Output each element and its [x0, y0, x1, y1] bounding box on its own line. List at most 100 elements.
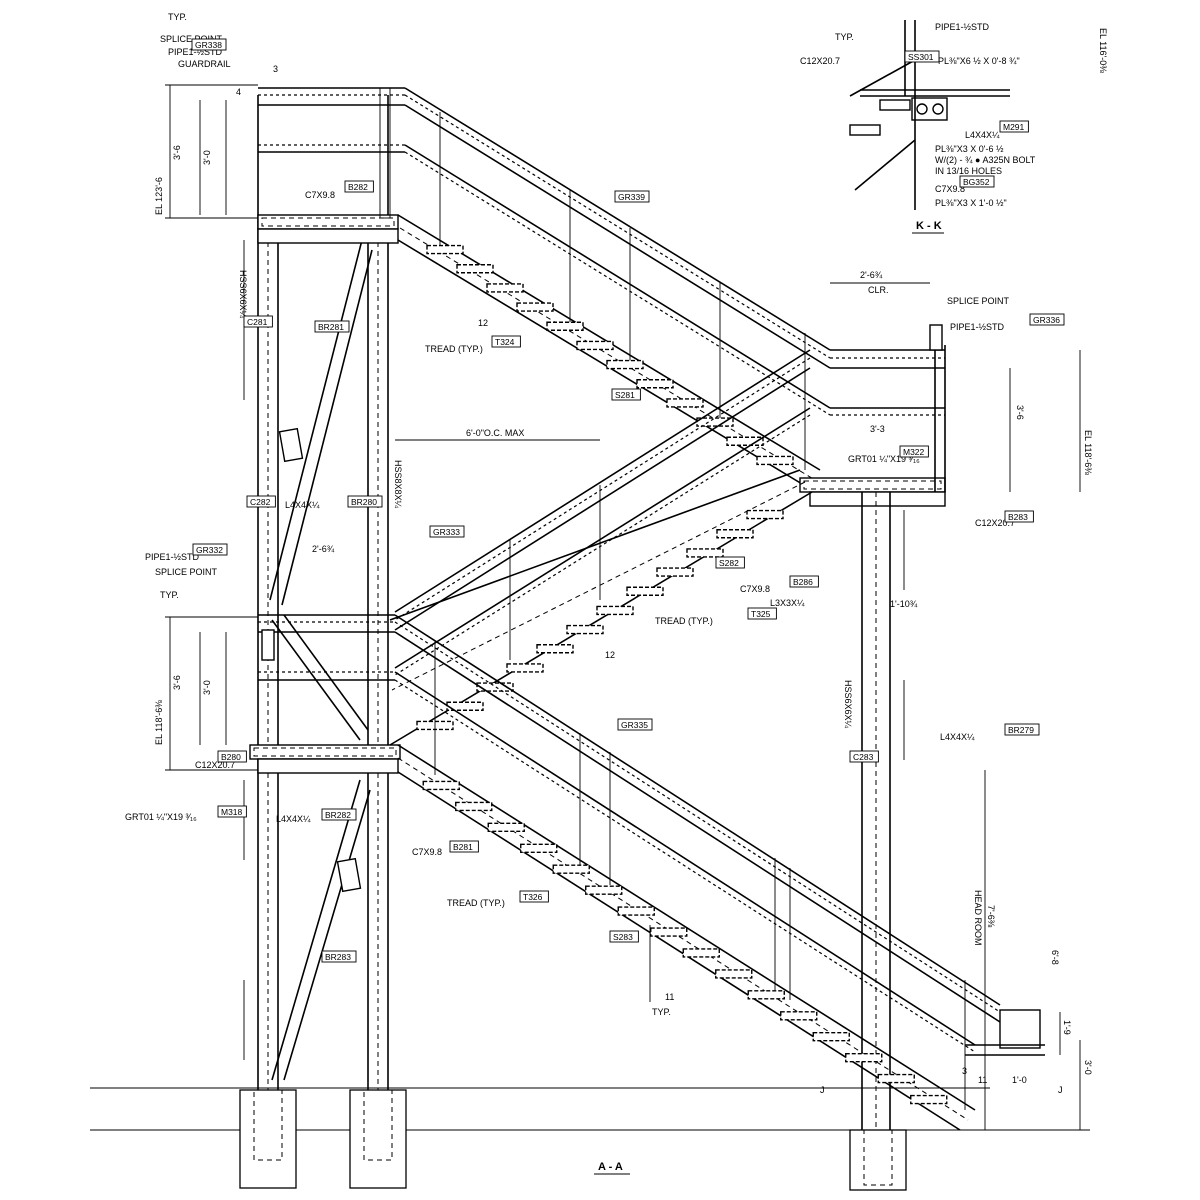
label-l4x4x-2: L4X4X¼ [940, 732, 975, 742]
member-tag-bg352: BG352 [959, 175, 995, 188]
label-c7x9-8-3: C7X9.8 [412, 847, 442, 857]
label-dim-11-a: 11 [978, 1075, 987, 1085]
member-tag-label: BR282 [325, 810, 351, 820]
member-tag-label: BG352 [963, 177, 990, 187]
stair-tread [426, 244, 464, 255]
label-grt-2: GRT01 ¼"X19 ³⁄₁₆ [125, 812, 197, 822]
member-tag-label: M322 [903, 447, 925, 457]
stair-tread [576, 340, 614, 351]
label-c7x9-kk: C7X9.8 [935, 184, 965, 194]
member-tag-label: M291 [1003, 122, 1025, 132]
upper-left-landing [257, 214, 399, 244]
stair-tread [747, 990, 785, 1000]
label-splice-point-1: SPLICE POINT [160, 34, 223, 44]
member-tag-gr339: GR339 [614, 190, 650, 203]
foundations [239, 1089, 907, 1191]
label-l4x4-kk: L4X4X¼ [965, 130, 1000, 140]
member-tag-gr332: GR332 [192, 543, 228, 556]
label-dim-3-0-c: 3'-0 [202, 680, 212, 695]
stair-tread [516, 302, 554, 312]
stair-tread [845, 1052, 883, 1063]
member-tag-label: BR279 [1008, 725, 1034, 735]
member-tag-label: B280 [221, 752, 241, 762]
member-tag-c281: C281 [243, 315, 273, 328]
member-tag-label: GR332 [196, 545, 223, 555]
label-dim-2-6b: 2'-6¾ [312, 544, 335, 554]
member-tag-c282: C282 [246, 495, 276, 508]
label-tread-typ-3: TREAD (TYP.) [447, 898, 505, 908]
label-el-3: EL 116'-0⅜ [1098, 28, 1108, 73]
member-tag-br282: BR282 [321, 808, 357, 821]
left-bracing [269, 239, 373, 1081]
label-clr: CLR. [868, 285, 889, 295]
label-typ-1: TYP. [168, 12, 187, 22]
label-dim-3-0-a: 3'-0 [1083, 1060, 1093, 1075]
label-c7x9-8-1: C7X9.8 [305, 190, 335, 200]
lower-flight-treads [422, 780, 948, 1105]
label-c7x9-8-2: C7X9.8 [740, 584, 770, 594]
label-oc-max: 6'-0"O.C. MAX [466, 428, 524, 438]
middle-flight-treads [416, 509, 784, 731]
stair-tread [456, 264, 494, 274]
stair-tread [715, 969, 753, 979]
label-dim-1-0: 1'-0 [1012, 1075, 1027, 1085]
member-tag-label: GR339 [618, 192, 645, 202]
stair-tread [756, 455, 794, 466]
member-tag-br281: BR281 [314, 320, 350, 333]
member-tag-label: GR333 [433, 527, 460, 537]
dimension-lines [165, 84, 1081, 1130]
stair-tread [666, 398, 704, 408]
label-head-room: HEAD ROOM [973, 890, 983, 946]
member-tag-label: BR281 [318, 322, 344, 332]
member-tag-label: M318 [221, 807, 243, 817]
member-tag-t325: T325 [747, 607, 777, 620]
label-dim-11-b: 11 [665, 992, 674, 1002]
label-pipe-std-2: PIPE1-½STD [950, 322, 1005, 332]
label-pipe-std-kk: PIPE1-½STD [935, 22, 990, 32]
stair-tread [617, 906, 655, 916]
label-dim-12-b: 12 [605, 650, 615, 660]
member-tag-label: C282 [250, 497, 271, 507]
member-tag-m322: M322 [899, 445, 929, 458]
label-typ-3: TYP. [652, 1007, 671, 1017]
section-title-main: A - A [598, 1161, 623, 1173]
lower-flight [394, 614, 1045, 1131]
middle-left-landing [249, 744, 401, 774]
member-tag-label: T326 [523, 892, 543, 902]
stair-tread [812, 1032, 850, 1042]
label-dim-3-0-b: 3'-0 [202, 150, 212, 165]
stair-tread [552, 864, 590, 874]
stair-tread [626, 586, 664, 596]
label-c12x20-7-2: C12X20.7 [975, 518, 1015, 528]
member-tag-b282: B282 [344, 180, 374, 193]
label-l4x4x-3: L4X4X¼ [276, 814, 311, 824]
stair-tread [746, 509, 784, 520]
label-splice-point-3: SPLICE POINT [155, 567, 218, 577]
label-bolt-b: IN 13/16 HOLES [935, 166, 1002, 176]
section-title-detail: K - K [916, 220, 942, 232]
label-hss-left-2: HSS8X8X¼ [393, 460, 403, 509]
member-tag-label: BR280 [351, 497, 377, 507]
label-dim-3-b: 3 [962, 1066, 967, 1076]
member-tag-t326: T326 [519, 890, 549, 903]
stair-tread [656, 567, 694, 577]
label-dim-3-6-c: 3'-6 [1015, 405, 1025, 420]
member-tag-label: B286 [793, 577, 813, 587]
member-tag-label: B283 [1008, 512, 1028, 522]
stair-tread [520, 843, 558, 853]
label-pipe-std-3: PIPE1-½STD [145, 552, 200, 562]
label-pl-a: PL⅜"X6 ½ X 0'-8 ¾" [938, 56, 1020, 66]
stair-tread [877, 1073, 915, 1084]
member-tag-label: S283 [613, 932, 633, 942]
stair-tread [636, 379, 674, 389]
member-tag-label: T325 [751, 609, 771, 619]
label-el-1: EL 123'-6 [154, 177, 164, 215]
member-tag-gr335: GR335 [617, 718, 653, 731]
member-tag-label: S282 [719, 558, 739, 568]
upper-left-guardrail [258, 87, 405, 219]
member-tag-label: GR335 [621, 720, 648, 730]
stair-tread [910, 1094, 948, 1105]
label-pl-c: PL⅜"X3 X 1'-0 ½" [935, 198, 1007, 208]
label-j-b: J [1058, 1085, 1063, 1095]
